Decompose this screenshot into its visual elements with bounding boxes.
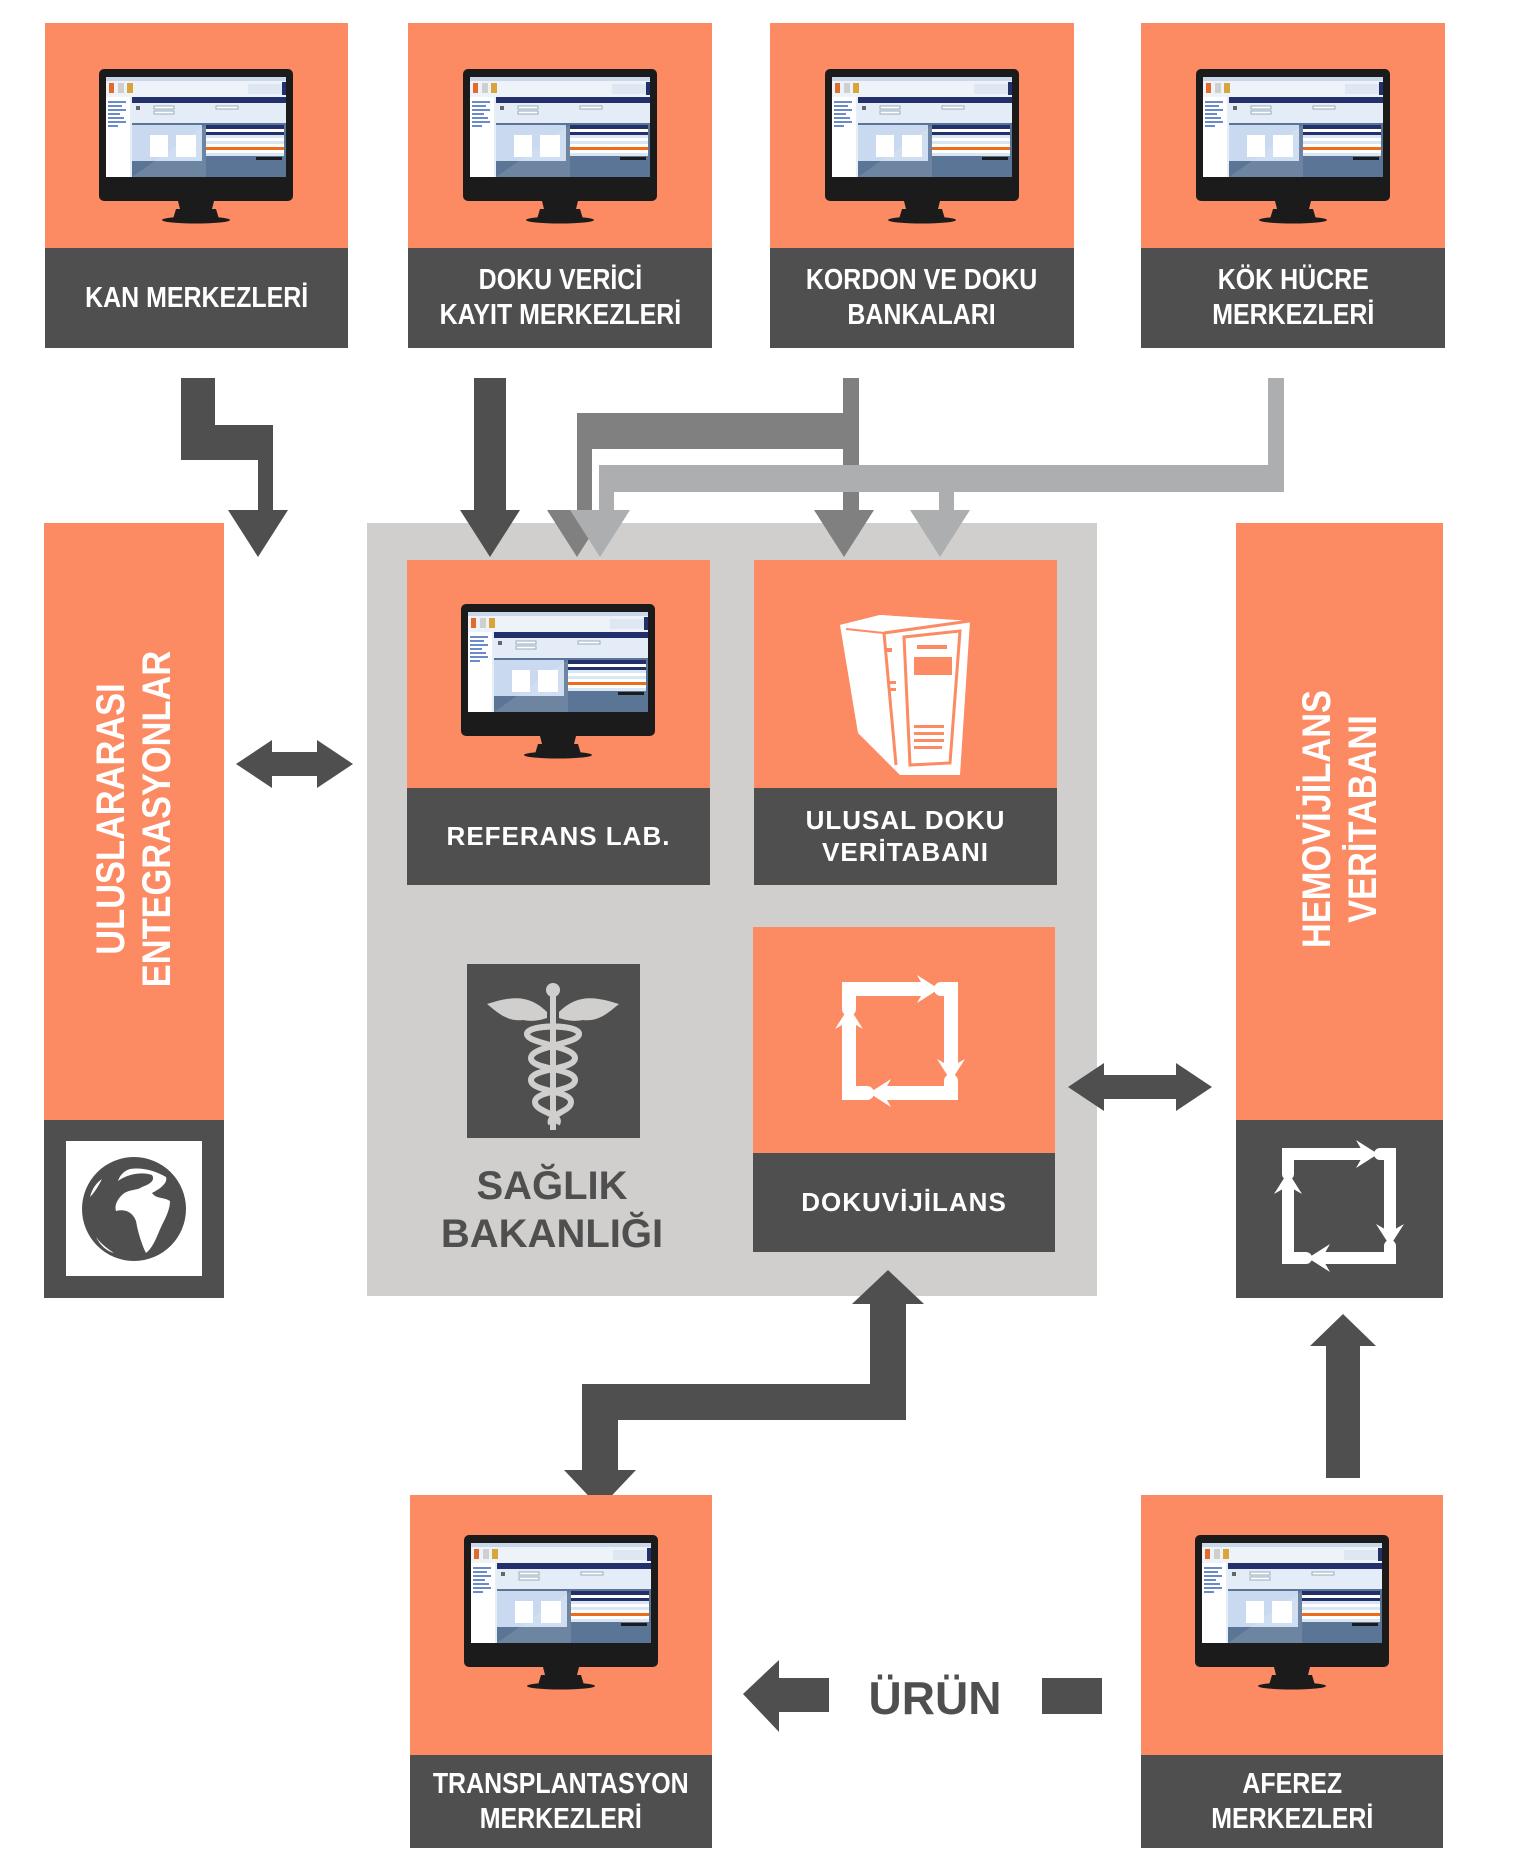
vertical-label: HEMOVİJİLANS VERİTABANI [1294,561,1386,1077]
node-label: ULUSAL DOKU VERİTABANI [754,788,1057,885]
node-doku-verici: DOKU VERİCİ KAYIT MERKEZLERİ [408,23,712,348]
node-kan-merkezleri: KAN MERKEZLERİ [45,23,348,348]
double-arrow-left [236,740,353,788]
label-line: TRANSPLANTASYON [433,1767,689,1800]
monitor-slot [458,604,658,759]
label-line: HEMOVİJİLANS [1295,689,1339,949]
arrow-aferez-to-hemovijilans [1310,1314,1376,1478]
label-line: ULUSLARARASI [89,683,133,955]
monitor-slot [461,1535,661,1690]
hemovijilans-icon-box [1236,1120,1443,1298]
caduceus-icon [487,983,619,1130]
node-referans-lab: REFERANS LAB. [407,560,710,885]
ministry-title-line: SAĞLIK [476,1164,628,1208]
label-line: KAYIT MERKEZLERİ [439,299,681,331]
label-line: KAN MERKEZLERİ [84,281,309,314]
double-arrow-right [1068,1063,1212,1111]
monitor-icon [1196,69,1390,224]
globe-frame [66,1141,202,1276]
cycle-arrows-icon [1274,1140,1404,1272]
arrow-kan-shape [181,378,288,557]
monitor-icon [1195,1535,1389,1690]
node-label: REFERANS LAB. [407,788,710,885]
label-line: DOKU VERİCİ [478,264,642,297]
node-label: KÖK HÜCRE MERKEZLERİ [1141,248,1445,348]
node-label: TRANSPLANTASYON MERKEZLERİ [410,1755,712,1848]
incoming-arrows [181,378,1284,557]
ministry-title: SAĞLIK BAKANLIĞI [407,1162,697,1258]
node-kordon-doku: KORDON VE DOKU BANKALARI [770,23,1074,348]
vertical-label: ULUSLARARASI ENTEGRASYONLAR [88,561,180,1077]
node-label: KORDON VE DOKU BANKALARI [770,248,1074,348]
label-line: DOKUVİJİLANS [801,1186,1007,1217]
node-label: DOKU VERİCİ KAYIT MERKEZLERİ [408,248,712,348]
monitor-icon [464,1535,658,1690]
monitor-slot [460,69,660,224]
label-line: VERİTABANI [1341,715,1385,923]
globe-box [44,1120,224,1298]
node-uluslararasi-entegrasyonlar: ULUSLARARASI ENTEGRASYONLAR [44,523,224,1120]
double-arrow-transplant-link [564,1270,924,1508]
server-icon [840,615,970,775]
label-line: MERKEZLERİ [1210,1802,1374,1835]
node-hemovijilans-veritabani: HEMOVİJİLANS VERİTABANI [1236,523,1443,1120]
flow-tail-segment [1042,1678,1102,1714]
node-aferez-merkezleri: AFEREZ MERKEZLERİ [1141,1495,1443,1848]
ministry-emblem [467,964,640,1138]
label-line: REFERANS LAB. [446,820,671,851]
label-line: ENTEGRASYONLAR [135,650,179,988]
monitor-icon [463,69,657,224]
monitor-icon [461,604,655,759]
monitor-slot [1193,69,1393,224]
node-dokuvijilans: DOKUVİJİLANS [753,927,1055,1252]
ministry-title-line: BAKANLIĞI [440,1212,664,1256]
cycle-arrows-icon [835,975,965,1107]
monitor-slot [1192,1535,1392,1690]
flow-label-urun: ÜRÜN [868,1672,1002,1724]
monitor-slot [822,69,1022,224]
node-label: KAN MERKEZLERİ [45,248,348,348]
monitor-slot [96,69,296,224]
label-line: VERİTABANI [822,836,989,867]
node-ulusal-doku-veritabani: ULUSAL DOKU VERİTABANI [754,560,1057,885]
label-line: KORDON VE DOKU [806,264,1038,297]
monitor-icon [825,69,1019,224]
globe-icon [82,1157,186,1261]
arrow-kordon [547,378,874,557]
label-line: MERKEZLERİ [479,1802,643,1835]
label-line: KÖK HÜCRE [1217,264,1369,297]
node-kok-hucre: KÖK HÜCRE MERKEZLERİ [1141,23,1445,348]
node-transplantasyon-merkezleri: TRANSPLANTASYON MERKEZLERİ [410,1495,712,1848]
arrow-kok-hucre [570,378,1284,557]
label-line: ULUSAL DOKU [805,805,1006,836]
node-label: DOKUVİJİLANS [753,1153,1055,1252]
monitor-icon [99,69,293,224]
arrow-doku-verici [460,378,520,557]
label-line: MERKEZLERİ [1211,299,1375,331]
arrow-urun-left [743,1660,829,1732]
node-label: AFEREZ MERKEZLERİ [1141,1755,1443,1848]
label-line: BANKALARI [847,299,997,331]
label-line: AFEREZ [1242,1767,1342,1800]
